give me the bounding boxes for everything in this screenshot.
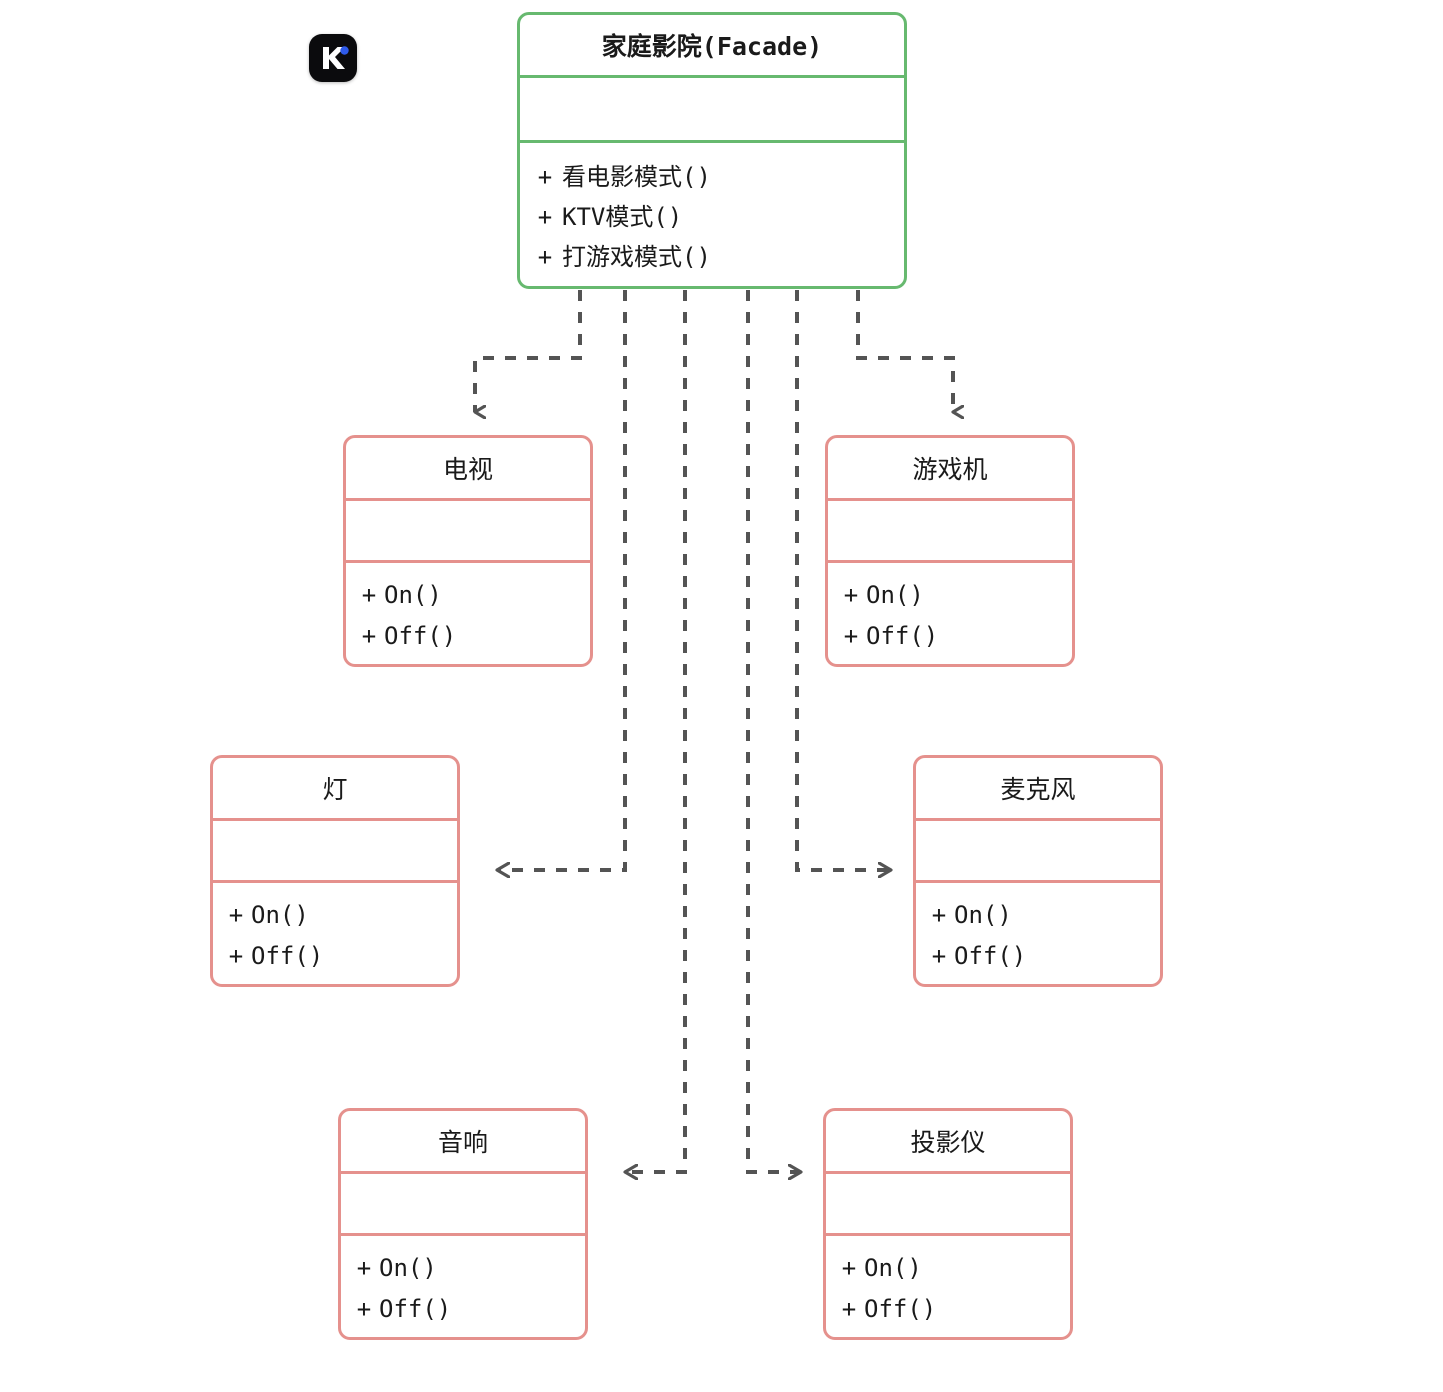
connector-facade-projector (746, 290, 800, 1172)
class-box-game-console[interactable]: 游戏机 + On() + Off() (825, 435, 1075, 667)
class-name-projector: 投影仪 (910, 1128, 986, 1157)
operation-visibility: + (361, 622, 377, 650)
operation-row: + On() (349, 1248, 585, 1289)
class-attributes-light (213, 818, 457, 880)
class-attributes-tv (346, 498, 590, 560)
class-operations-projector: + On() + Off() (826, 1233, 1070, 1337)
operation-label: On() (864, 1254, 922, 1282)
operation-row: + On() (836, 575, 1072, 616)
class-operations-light: + On() + Off() (213, 880, 457, 984)
class-name-light: 灯 (322, 775, 348, 804)
class-attributes-microphone (916, 818, 1160, 880)
operation-visibility: + (931, 942, 947, 970)
class-box-microphone[interactable]: 麦克风 + On() + Off() (913, 755, 1163, 987)
operation-label: On() (251, 901, 309, 929)
class-box-speaker[interactable]: 音响 + On() + Off() (338, 1108, 588, 1340)
class-name-facade: 家庭影院(Facade) (601, 32, 823, 61)
operation-row: + On() (834, 1248, 1070, 1289)
class-name-speaker: 音响 (437, 1128, 488, 1157)
operation-row: + 看电影模式() (528, 157, 904, 197)
operation-visibility: + (537, 163, 553, 191)
operation-visibility: + (228, 942, 244, 970)
operation-label: On() (384, 581, 442, 609)
operation-label: KTV模式() (562, 203, 683, 231)
class-operations-microphone: + On() + Off() (916, 880, 1160, 984)
operation-label: On() (866, 581, 924, 609)
operation-label: 看电影模式() (562, 163, 711, 191)
operation-row: + On() (924, 895, 1160, 936)
class-operations-speaker: + On() + Off() (341, 1233, 585, 1337)
operation-row: + Off() (349, 1289, 585, 1330)
operation-visibility: + (841, 1254, 857, 1282)
operation-label: Off() (379, 1295, 452, 1323)
class-box-projector[interactable]: 投影仪 + On() + Off() (823, 1108, 1073, 1340)
connector-facade-console (856, 290, 953, 412)
operation-label: 打游戏模式() (562, 243, 711, 271)
operation-visibility: + (931, 901, 947, 929)
class-name-game-console: 游戏机 (912, 455, 988, 484)
operation-visibility: + (841, 1295, 857, 1323)
operation-row: + Off() (221, 936, 457, 977)
class-box-tv[interactable]: 电视 + On() + Off() (343, 435, 593, 667)
operation-visibility: + (843, 581, 859, 609)
operation-label: Off() (251, 942, 324, 970)
operation-row: + On() (354, 575, 590, 616)
operation-row: + KTV模式() (528, 197, 904, 237)
operation-visibility: + (537, 243, 553, 271)
operation-label: Off() (864, 1295, 937, 1323)
class-box-facade[interactable]: 家庭影院(Facade) + 看电影模式() + KTV模式() + 打游戏模式… (517, 12, 907, 289)
k-logo-icon (309, 34, 357, 82)
operation-row: + Off() (834, 1289, 1070, 1330)
operation-row: + 打游戏模式() (528, 237, 904, 277)
operation-visibility: + (228, 901, 244, 929)
operation-visibility: + (356, 1295, 372, 1323)
class-attributes-projector (826, 1171, 1070, 1233)
class-attributes-facade (520, 75, 904, 140)
class-operations-facade: + 看电影模式() + KTV模式() + 打游戏模式() (520, 140, 904, 286)
operation-visibility: + (361, 581, 377, 609)
operation-visibility: + (843, 622, 859, 650)
connector-facade-tv (473, 290, 582, 412)
class-attributes-game-console (828, 498, 1072, 560)
operation-visibility: + (356, 1254, 372, 1282)
class-operations-game-console: + On() + Off() (828, 560, 1072, 664)
class-operations-tv: + On() + Off() (346, 560, 590, 664)
operation-label: Off() (954, 942, 1027, 970)
operation-row: + Off() (836, 616, 1072, 657)
class-attributes-speaker (341, 1171, 585, 1233)
operation-row: + On() (221, 895, 457, 936)
operation-label: Off() (384, 622, 457, 650)
operation-visibility: + (537, 203, 553, 231)
connector-facade-speaker (626, 290, 687, 1172)
operation-row: + Off() (924, 936, 1160, 977)
operation-label: On() (954, 901, 1012, 929)
class-name-microphone: 麦克风 (1000, 775, 1076, 804)
operation-label: Off() (866, 622, 939, 650)
class-box-light[interactable]: 灯 + On() + Off() (210, 755, 460, 987)
operation-row: + Off() (354, 616, 590, 657)
operation-label: On() (379, 1254, 437, 1282)
class-name-tv: 电视 (442, 455, 493, 484)
